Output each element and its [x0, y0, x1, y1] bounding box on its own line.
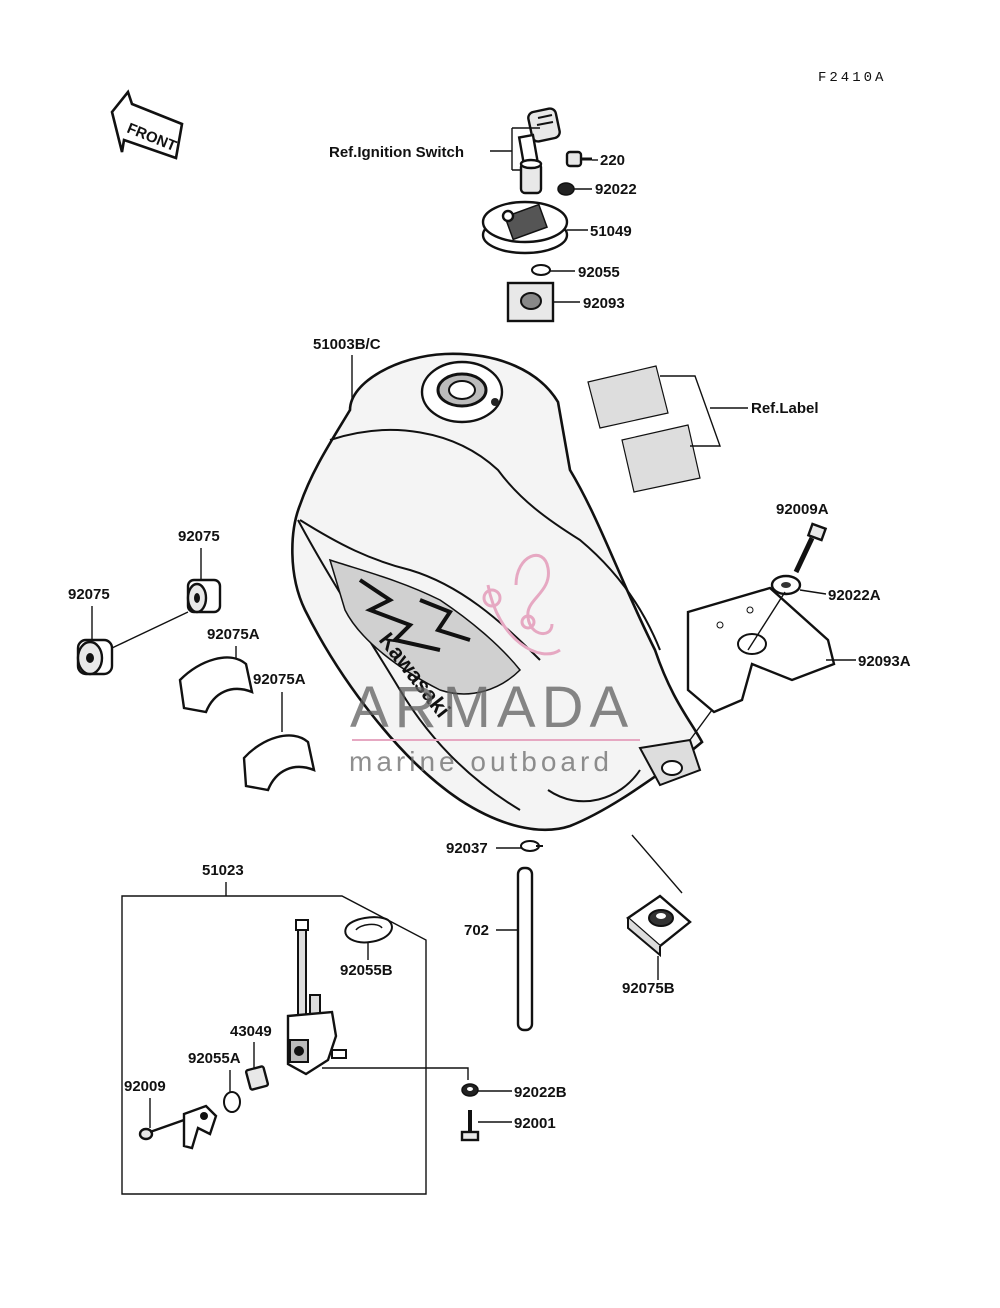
watermark-brand: ARMADA: [350, 675, 634, 740]
fuel-cock-icon: [286, 919, 347, 1076]
label-220: 220: [600, 152, 625, 169]
lever-icon: [182, 1104, 218, 1150]
label-92075a-2: 92075A: [253, 671, 306, 688]
diaphragm-43049-icon: [244, 1065, 270, 1091]
label-51003bc: 51003B/C: [313, 336, 381, 353]
label-92093a: 92093A: [858, 653, 911, 670]
armada-watermark: ARMADA marine outboard: [349, 553, 640, 777]
label-92075-left: 92075: [68, 586, 110, 603]
label-92022: 92022: [595, 181, 637, 198]
label-92055a: 92055A: [188, 1050, 241, 1067]
bolt-92009a-icon: [793, 522, 828, 574]
damper-92075-top-icon: [186, 578, 222, 614]
screw-220-icon: [565, 150, 592, 168]
ignition-ref-bracket: [511, 127, 540, 171]
fuel-cap-51049-icon: [481, 200, 569, 255]
clip-92037-icon: [520, 840, 543, 852]
label-92075a-1: 92075A: [207, 626, 260, 643]
label-702: 702: [464, 922, 489, 939]
washer-92022a-hole-icon: [781, 582, 791, 588]
fuel-cock-assembly-box: [121, 895, 427, 1195]
damper-92075a-2-icon: [242, 734, 316, 792]
damper-92075b-icon: [626, 894, 692, 958]
gasket-92055b-icon: [344, 916, 393, 944]
ignition-key-icon: [517, 107, 561, 173]
screw-92009-icon: [138, 1118, 185, 1141]
leader-ref-label: [660, 375, 748, 447]
label-43049: 43049: [230, 1023, 272, 1040]
line-cock-to-washer: [322, 1067, 469, 1080]
hose-702-icon: [516, 866, 534, 1032]
label-92001: 92001: [514, 1115, 556, 1132]
ref-label-sticker-icon: [587, 365, 701, 493]
anchor-logo-icon: [482, 553, 561, 656]
bolt-92001-icon: [460, 1110, 480, 1142]
label-92009: 92009: [124, 1078, 166, 1095]
label-ref-label: Ref.Label: [751, 400, 819, 417]
line-pad-to-tank: [689, 709, 713, 741]
oring-92055-icon: [531, 264, 551, 276]
label-51049: 51049: [590, 223, 632, 240]
damper-92075a-1-icon: [178, 656, 254, 714]
label-92022a: 92022A: [828, 587, 881, 604]
line-bolt-to-pad: [747, 591, 786, 651]
lock-cylinder-icon: [519, 158, 543, 195]
label-51023: 51023: [202, 862, 244, 879]
leader-92022a: [799, 589, 827, 595]
watermark-tagline: marine outboard: [349, 746, 613, 777]
oring-92055a-icon: [223, 1091, 241, 1113]
label-92075-top: 92075: [178, 528, 220, 545]
label-92022b: 92022B: [514, 1084, 567, 1101]
line-damper-link: [111, 611, 189, 649]
label-ref-ignition-switch: Ref.Ignition Switch: [329, 144, 464, 161]
pad-92093a-icon: [686, 586, 836, 714]
washer-92022b-hole-icon: [467, 1087, 473, 1091]
label-92037: 92037: [446, 840, 488, 857]
washer-92022-icon: [557, 182, 575, 196]
label-92055b: 92055B: [340, 962, 393, 979]
damper-92075-left-icon: [76, 638, 114, 676]
label-92093: 92093: [583, 295, 625, 312]
diagram-code: F2410A: [818, 70, 886, 86]
label-92055: 92055: [578, 264, 620, 281]
label-92075b: 92075B: [622, 980, 675, 997]
front-arrow-icon: FRONT: [110, 89, 184, 160]
line-tank-to-92075b: [631, 834, 683, 894]
gasket-92093-icon: [506, 281, 555, 323]
label-92009a: 92009A: [776, 501, 829, 518]
